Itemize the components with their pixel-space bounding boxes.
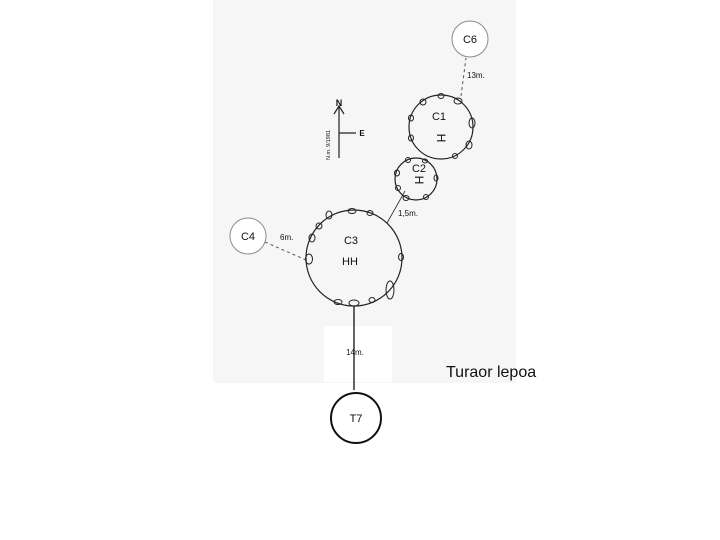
distance-c3-t7: 14m. [346,348,364,357]
stones-c1 [408,93,476,159]
label-c1: C1 [432,111,446,123]
h-mark-c1: H [434,134,448,143]
connector-c1-c6 [460,57,467,97]
label-t7: T7 [350,413,363,425]
h-mark-c3: HH [342,256,358,268]
h-mark-c2: H [412,176,426,185]
stone-circle-c1 [408,94,474,160]
stones-c3 [305,208,404,307]
connector-c2-c3 [386,190,406,224]
compass-rose [333,104,356,158]
compass-north-label: N [336,98,343,108]
label-c6: C6 [463,34,477,46]
circle-t7 [330,392,382,444]
connector-c3-c4 [264,241,307,261]
distance-c1-c6: 13m. [467,71,485,80]
label-c4: C4 [241,231,255,243]
circle-c6 [451,20,489,58]
circle-c4 [229,217,267,255]
compass-annotation: N.m. 9/1981 [326,130,332,160]
distance-c2-c3: 1,5m. [398,209,418,218]
stone-circle-c2 [394,157,438,201]
stones-c2 [394,157,439,201]
label-c3: C3 [344,235,358,247]
label-c2: C2 [412,163,426,175]
diagram-title: Turaor lepoa [446,364,537,381]
distance-c3-c4: 6m. [280,233,293,242]
compass-east-label: E [359,129,365,138]
label-box-14m [324,326,392,382]
